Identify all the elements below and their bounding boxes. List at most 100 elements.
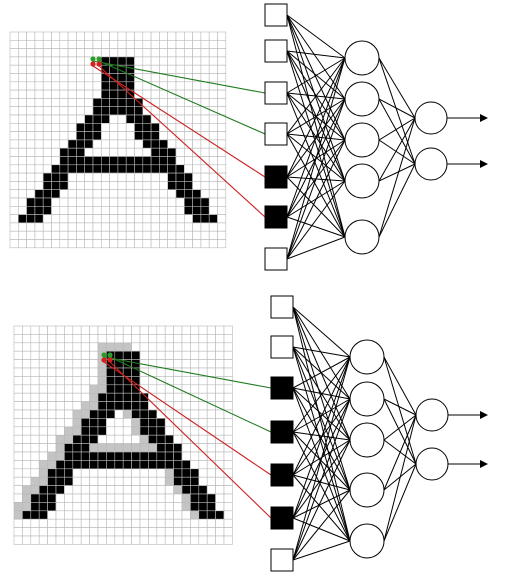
pixel-on [22, 510, 32, 520]
pixel-cell [17, 230, 27, 240]
pixel-cell [26, 139, 36, 149]
pixel-cell [150, 222, 160, 232]
pixel-cell [200, 239, 210, 249]
pixel-cell [175, 64, 185, 74]
pixel-cell [64, 426, 74, 436]
pixel-cell [200, 31, 210, 41]
pixel-cell [42, 73, 52, 83]
pixel-cell [26, 81, 36, 91]
pixel-cell [200, 114, 210, 124]
edge-hidden-output [383, 398, 417, 416]
pixel-cell [142, 39, 152, 49]
pixel-cell [142, 106, 152, 116]
pixel-cell [159, 89, 168, 99]
pixel-cell [67, 31, 77, 41]
pixel-on [26, 214, 36, 224]
pixel-cell [134, 189, 144, 199]
pixel-on [38, 493, 48, 503]
pixel-cell [9, 206, 19, 215]
pixel-cell [164, 485, 174, 495]
edge-input-hidden [292, 439, 351, 561]
pixel-cell [64, 409, 74, 419]
pixel-cell [13, 401, 23, 411]
pixel-cell [51, 123, 61, 132]
pixel-cell [67, 239, 77, 249]
hidden-unit [349, 472, 385, 508]
network-edges [286, 14, 416, 260]
pixel-cell [217, 48, 227, 58]
pixel-cell [173, 359, 183, 369]
pixel-cell [198, 325, 208, 335]
pixel-cell [206, 409, 216, 419]
pixel-on [181, 476, 191, 486]
pixel-cell [76, 197, 86, 207]
pixel-cell [34, 64, 44, 74]
pixel-on [164, 434, 174, 444]
pixel-on [76, 131, 86, 141]
pixel-cell [84, 239, 94, 249]
pixel-cell [142, 230, 152, 240]
pixel-on [190, 485, 200, 495]
pixel-on [190, 476, 200, 486]
pixel-cell [92, 172, 102, 182]
pixel-cell [9, 114, 19, 124]
pixel-on [55, 460, 65, 470]
pixel-cell [173, 510, 183, 520]
pixel-cell [13, 535, 23, 545]
pixel-cell [22, 476, 32, 486]
network-edges [292, 306, 417, 561]
pixel-cell [72, 468, 82, 478]
pixel-cell [134, 222, 144, 232]
pixel-cell [101, 222, 110, 232]
pixel-cell [173, 392, 183, 402]
input-layer [264, 3, 288, 271]
pixel-on [89, 451, 99, 461]
pixel-on [89, 460, 99, 470]
pixel-cell [223, 384, 233, 394]
pixel-on [173, 468, 183, 478]
pixel-cell [17, 131, 27, 141]
pixel-on [184, 172, 193, 182]
pixel-cell [184, 89, 193, 99]
pixel-on [134, 123, 144, 132]
input-unit-off [264, 81, 288, 105]
pixel-cell [200, 39, 210, 49]
pixel-cell [47, 376, 57, 386]
pixel-cell [200, 189, 210, 199]
pixel-cell [34, 56, 44, 66]
pixel-cell [184, 214, 193, 224]
pixel-cell [47, 325, 57, 335]
pixel-cell [131, 334, 141, 344]
pixel-cell [9, 131, 19, 141]
pixel-cell [59, 31, 69, 41]
output-unit [415, 447, 449, 481]
pixel-cell [13, 342, 23, 352]
pixel-grid [13, 325, 233, 545]
pixel-cell [192, 181, 202, 190]
pixel-cell [47, 451, 57, 461]
pixel-cell [175, 131, 185, 141]
pixel-cell [13, 476, 23, 486]
pixel-cell [167, 222, 177, 232]
pixel-on [26, 206, 36, 215]
pixel-on [150, 156, 160, 166]
pixel-cell [97, 434, 107, 444]
pixel-cell [156, 510, 166, 520]
pixel-cell [175, 81, 185, 91]
pixel-cell [9, 172, 19, 182]
pixel-on [30, 493, 40, 503]
pixel-on [114, 460, 124, 470]
pixel-cell [125, 172, 135, 182]
pixel-cell [97, 518, 107, 528]
pixel-cell [67, 214, 77, 224]
pixel-cell [223, 367, 233, 377]
pixel-cell [55, 518, 65, 528]
pixel-cell [206, 460, 216, 470]
pixel-on [47, 502, 57, 512]
pixel-cell [101, 239, 110, 249]
pixel-cell [217, 89, 227, 99]
pixel-cell [42, 131, 52, 141]
pixel-cell [184, 31, 193, 41]
pixel-cell [192, 31, 202, 41]
edge-input-hidden [286, 236, 346, 260]
